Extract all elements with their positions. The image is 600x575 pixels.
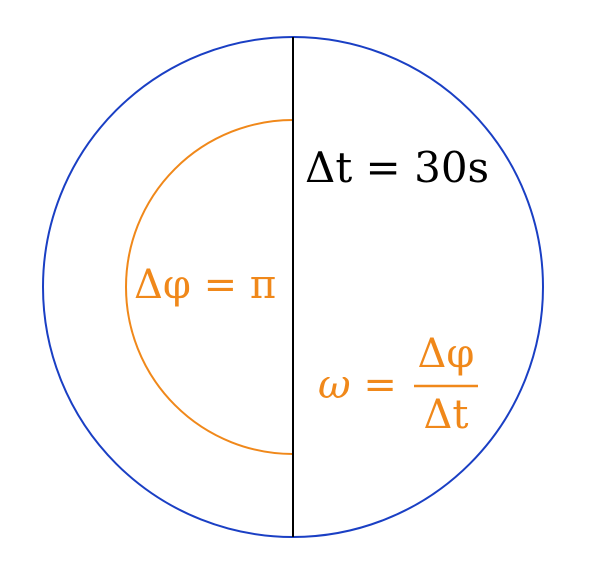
angle-delta-label: Δφ = π: [134, 262, 276, 308]
omega-numerator: Δφ: [418, 331, 475, 377]
omega-denominator: Δt: [424, 392, 469, 438]
omega-lhs: ω =: [318, 362, 397, 408]
time-delta-label: Δt = 30s: [305, 143, 489, 192]
inner-arc: [125, 119, 294, 455]
